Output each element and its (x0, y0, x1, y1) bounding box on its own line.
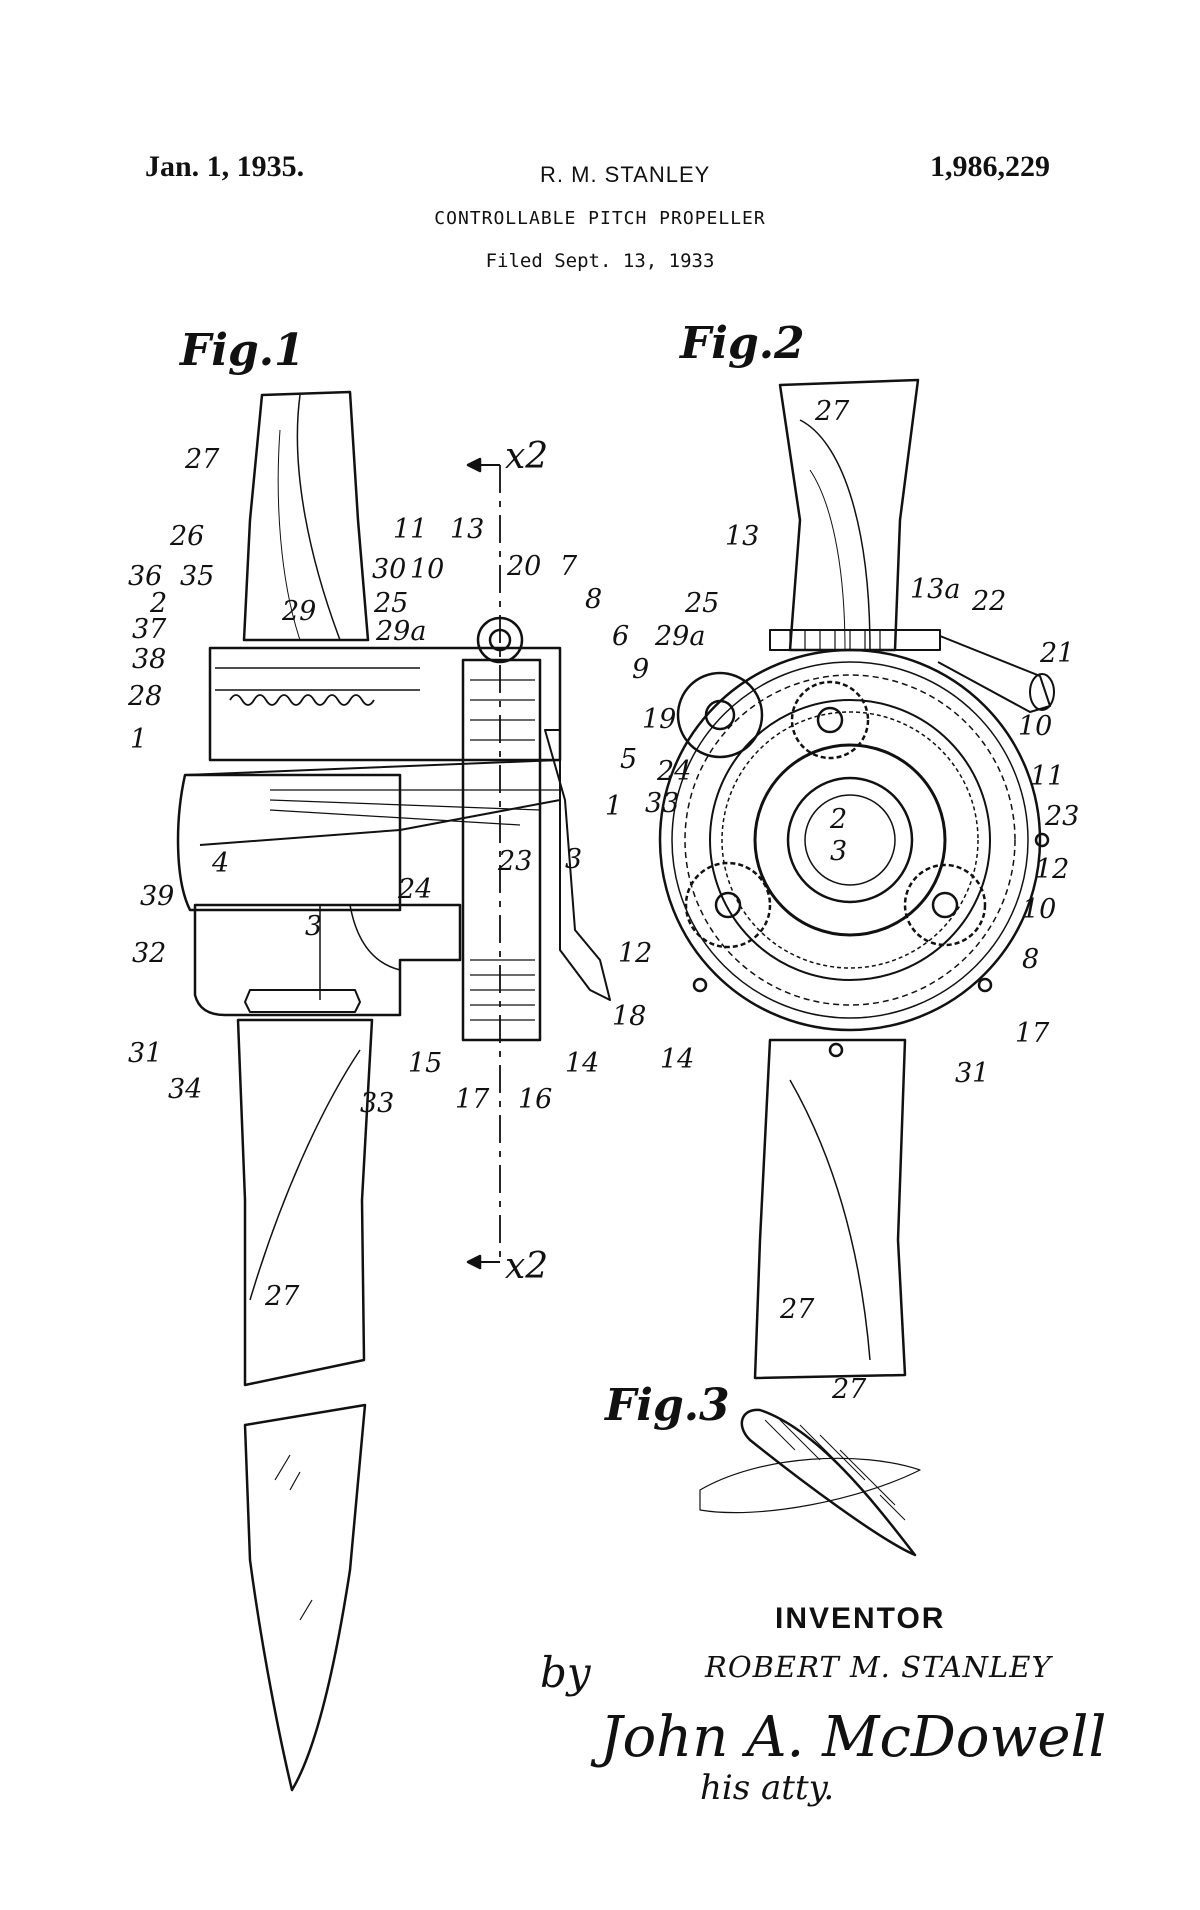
ref-numeral: 27 (779, 1294, 815, 1325)
ref-numeral: 22 (971, 586, 1006, 617)
ref-numeral: 25 (684, 588, 719, 619)
ref-numeral: 29 (281, 596, 316, 627)
fig1-hub (176, 457, 611, 1270)
ref-numeral: 10 (1022, 894, 1056, 925)
fig1-upper-blade (242, 390, 370, 642)
ref-numeral: 9 (632, 654, 649, 685)
ref-numeral: 13 (725, 521, 759, 552)
ref-numeral: 8 (1022, 944, 1039, 975)
ref-numeral: 20 (506, 551, 541, 582)
ref-numeral: 12 (618, 938, 652, 969)
ref-numeral: 14 (660, 1044, 694, 1075)
fig2-lower-blade (753, 1038, 907, 1380)
ref-numeral: 3 (565, 844, 582, 875)
patent-date: Jan. 1, 1935. (145, 150, 305, 183)
ref-numeral: 26 (169, 521, 204, 552)
ref-numeral: 33 (360, 1088, 394, 1119)
ref-numeral: 36 (128, 561, 162, 592)
ref-numeral: 37 (132, 614, 167, 645)
fig2-hub (658, 629, 1055, 1058)
ref-numeral: 1 (605, 791, 622, 822)
fig1-reference-numerals: 27 26 36 35 2 37 38 28 1 29 30 10 11 13 … (127, 436, 676, 1312)
ref-numeral: 6 (612, 621, 629, 652)
ref-numeral: 27 (264, 1281, 300, 1312)
ref-numeral: 17 (455, 1084, 490, 1115)
ref-numeral: 28 (127, 681, 162, 712)
ref-numeral: 1 (130, 724, 147, 755)
ref-numeral: 29a (375, 616, 426, 647)
ref-numeral: 25 (373, 588, 408, 619)
ref-numeral: 32 (132, 938, 166, 969)
ref-numeral: 12 (1035, 854, 1069, 885)
ref-numeral: 11 (1030, 761, 1064, 792)
ref-numeral: 7 (560, 551, 578, 582)
ref-numeral: 14 (565, 1048, 599, 1079)
ref-numeral: 34 (168, 1074, 202, 1105)
inventor-heading: INVENTOR (775, 1602, 946, 1635)
ref-numeral: 10 (410, 554, 444, 585)
ref-numeral: 13 (450, 514, 484, 545)
patent-number: 1,986,229 (930, 150, 1050, 183)
ref-numeral: 10 (1018, 711, 1052, 742)
fig2-reference-numerals: 27 13 13a 22 21 25 29a 10 11 24 33 23 2 … (645, 396, 1079, 1325)
ref-numeral: 30 (372, 554, 406, 585)
section-marker: x2 (505, 1246, 548, 1287)
ref-numeral: 31 (955, 1058, 989, 1089)
ref-numeral: 16 (518, 1084, 552, 1115)
ref-numeral: 24 (656, 756, 691, 787)
ref-numeral: 27 (814, 396, 850, 427)
ref-numeral: 2 (829, 804, 847, 835)
ref-numeral: 11 (393, 514, 427, 545)
fig1-lower-blade (236, 1018, 374, 1792)
attorney-signature: John A. McDowell (600, 1705, 1107, 1770)
ref-numeral: 27 (184, 444, 220, 475)
inventor-name: ROBERT M. STANLEY (705, 1650, 1052, 1684)
ref-numeral: 4 (211, 848, 229, 879)
fig3-label: Fig.3 (605, 1380, 730, 1431)
ref-numeral: 2 (149, 588, 167, 619)
ref-numeral: 3 (305, 911, 322, 942)
ref-numeral: 24 (397, 874, 432, 905)
ref-numeral: 8 (585, 584, 602, 615)
ref-numeral: 19 (642, 704, 676, 735)
inventor-header: R. M. STANLEY (540, 162, 711, 187)
attorney-role: his atty. (700, 1768, 835, 1808)
ref-numeral: 23 (497, 846, 532, 877)
by-text: by (540, 1648, 591, 1697)
section-marker: x2 (505, 436, 548, 477)
patent-title: CONTROLLABLE PITCH PROPELLER (434, 208, 766, 229)
ref-numeral: 23 (1044, 801, 1079, 832)
ref-numeral: 5 (620, 744, 637, 775)
ref-numeral: 38 (132, 644, 166, 675)
ref-numeral: 29a (654, 621, 705, 652)
ref-numeral: 33 (645, 788, 679, 819)
ref-numeral: 13a (910, 574, 960, 605)
ref-numeral: 27 (831, 1374, 867, 1405)
fig1-label: Fig.1 (180, 325, 305, 376)
ref-numeral: 31 (128, 1038, 162, 1069)
fig2-label: Fig.2 (680, 318, 805, 369)
fig3-reference-numerals: 27 (831, 1374, 867, 1405)
ref-numeral: 17 (1015, 1018, 1050, 1049)
ref-numeral: 3 (830, 836, 847, 867)
fig3-airfoil (699, 1408, 921, 1557)
ref-numeral: 21 (1039, 638, 1074, 669)
filed-date: Filed Sept. 13, 1933 (485, 250, 715, 272)
ref-numeral: 15 (408, 1048, 442, 1079)
ref-numeral: 39 (140, 881, 174, 912)
ref-numeral: 35 (180, 561, 214, 592)
ref-numeral: 18 (612, 1001, 646, 1032)
